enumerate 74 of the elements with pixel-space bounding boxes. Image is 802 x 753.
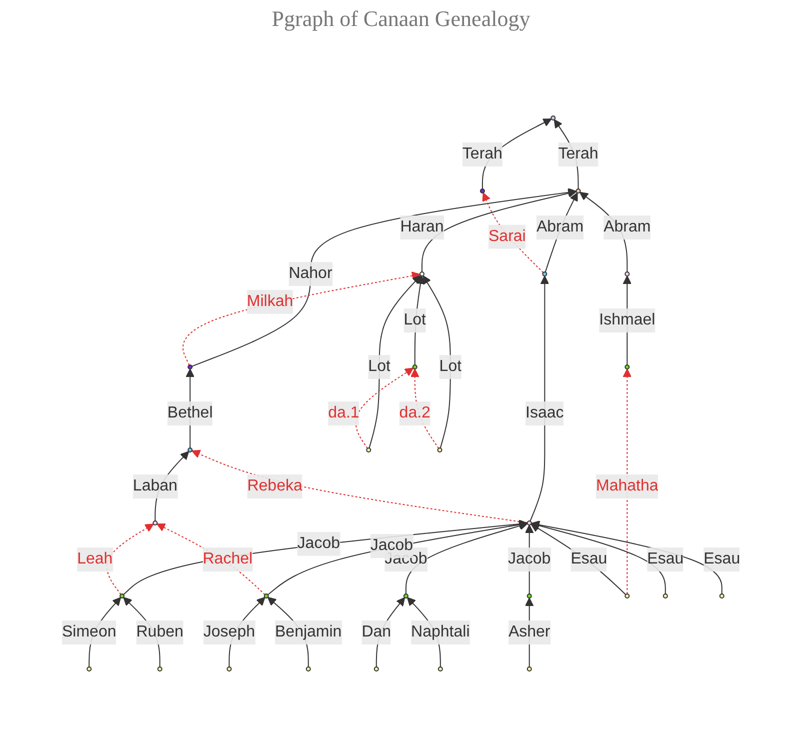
edge-label: Sarai xyxy=(488,228,526,245)
edge-label: Esau xyxy=(647,550,684,568)
edge-label: Terah xyxy=(462,146,502,163)
edge-label: Haran xyxy=(400,218,444,236)
node-circle xyxy=(526,594,532,598)
node-circle xyxy=(412,364,418,370)
node-circle xyxy=(226,666,232,672)
edge-label: da.1 xyxy=(328,404,360,422)
node-circle xyxy=(437,448,442,452)
edge-label: Simeon xyxy=(62,623,116,640)
edge-label: da.2 xyxy=(399,404,430,422)
node-circle xyxy=(480,188,485,194)
arrow xyxy=(191,450,528,524)
edge-label: Nahor xyxy=(288,265,332,282)
node-circle xyxy=(188,448,193,452)
edge-label: Isaac xyxy=(526,404,564,422)
edge-label: Rebeka xyxy=(247,478,302,494)
arrow xyxy=(156,524,266,596)
edge-label: Leah xyxy=(77,550,113,568)
arrow xyxy=(622,368,632,594)
edge-label: Mahatha xyxy=(596,478,658,494)
edge-label: Jacob xyxy=(297,534,340,552)
node-circle xyxy=(419,272,424,276)
node-circle xyxy=(152,520,158,526)
edge-label: Bethel xyxy=(167,404,213,422)
edge-label: Laban xyxy=(132,478,178,494)
edge-label: Abram xyxy=(536,218,584,236)
diagram-title: Pgraph of Canaan Genealogy xyxy=(272,6,530,32)
arrow xyxy=(530,524,626,596)
arrow xyxy=(368,275,421,449)
edge-label: Ishmael xyxy=(599,312,656,328)
edge-label: Rachel xyxy=(202,550,252,568)
node-circle xyxy=(624,594,630,598)
edge-label: Lot xyxy=(368,358,390,375)
node-circle xyxy=(576,188,581,194)
edge-label: Joseph xyxy=(203,623,255,640)
edge-label: Lot xyxy=(404,312,426,328)
node-circle xyxy=(438,666,443,672)
node-circle xyxy=(120,594,124,598)
node-circle xyxy=(403,594,408,598)
edge-label: Naphtali xyxy=(411,623,470,640)
node-circle xyxy=(157,666,162,672)
node-circle xyxy=(662,594,668,598)
edge-label: Ruben xyxy=(136,623,184,640)
arrow xyxy=(414,276,425,366)
node-circle xyxy=(550,116,556,120)
node-circle xyxy=(264,594,269,598)
arrow xyxy=(530,521,666,594)
edge-label: Dan xyxy=(362,623,392,640)
arrow xyxy=(182,271,420,366)
node-circle xyxy=(624,364,630,370)
edge-label: Asher xyxy=(508,623,550,640)
node-circle xyxy=(374,666,379,672)
node-circle xyxy=(526,666,532,672)
node-circle xyxy=(366,448,372,452)
arrow xyxy=(530,276,550,522)
arrow xyxy=(482,192,544,274)
edge-label: Abram xyxy=(604,218,651,236)
edge-label: Terah xyxy=(558,146,598,163)
edge-label: Milkah xyxy=(246,292,294,310)
node-circle xyxy=(719,594,724,598)
edge-label: Esau xyxy=(570,550,608,568)
arrow xyxy=(422,275,451,449)
node-circle xyxy=(624,272,630,276)
node-circle xyxy=(188,364,193,370)
node-circle xyxy=(86,666,92,672)
edge-label: Lot xyxy=(439,358,462,375)
edge-label: Esau xyxy=(704,550,740,568)
edge-label: Benjamin xyxy=(274,623,342,640)
node-circle xyxy=(542,272,548,276)
edge-label: Jacob xyxy=(508,550,551,568)
node-circle xyxy=(526,520,532,526)
arrow xyxy=(355,368,414,449)
node-circle xyxy=(306,666,311,672)
